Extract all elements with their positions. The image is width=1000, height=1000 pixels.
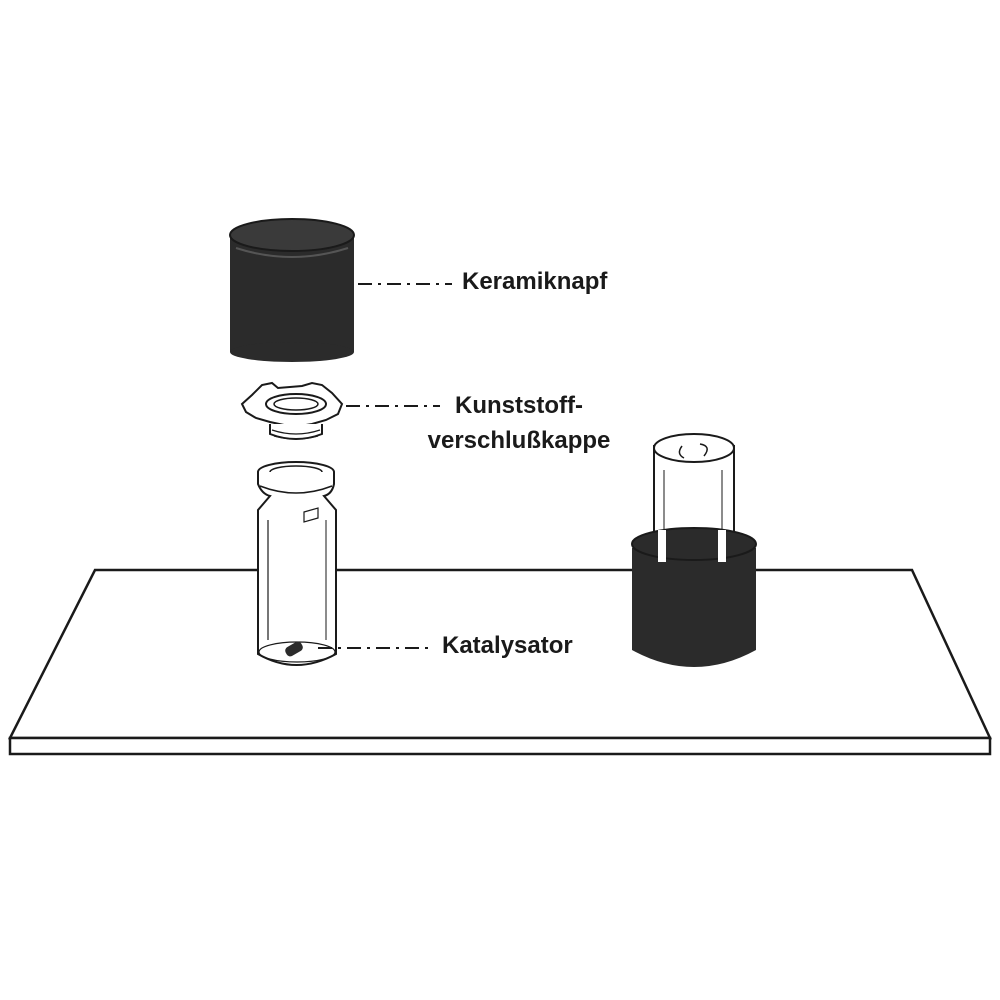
leader-lines: [318, 283, 452, 649]
base-plate: [7, 568, 992, 756]
label-ceramic-cup: Keramiknapf: [462, 268, 608, 295]
catalyst-pellet: [285, 641, 303, 657]
label-plastic-cap-line1: Kunststoff-: [455, 392, 583, 419]
label-plastic-cap-line2: verschlußkappe: [427, 427, 611, 454]
plastic-cap: [240, 381, 344, 440]
assembled-unit: [631, 433, 757, 667]
glass-vial: [257, 461, 337, 666]
ceramic-cup: [229, 218, 355, 362]
label-catalyst: Katalysator: [442, 632, 573, 659]
